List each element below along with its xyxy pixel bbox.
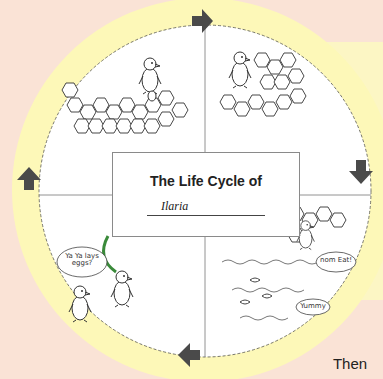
- speech-bubble: [316, 252, 356, 272]
- speech-text: Ya Ya lays eggs?: [58, 253, 106, 268]
- arrow-up: [17, 167, 41, 190]
- penguin-left: [69, 286, 91, 322]
- rocks-1: [62, 83, 188, 133]
- penguin-adult: [139, 58, 161, 94]
- speech-bubble: [296, 299, 330, 315]
- yellow-ring: [12, 0, 383, 379]
- arrow-right: [192, 9, 213, 33]
- worksheet-title: The Life Cycle of: [150, 173, 262, 189]
- egg: [148, 91, 156, 101]
- arrow-down: [349, 160, 373, 184]
- speech-bubble: [57, 247, 107, 277]
- student-name: Ilaria: [147, 193, 265, 216]
- penguin-right: [111, 271, 133, 307]
- quadrant-lines: [39, 25, 371, 357]
- speech-text: Yummy: [297, 303, 329, 310]
- arrow-left: [178, 343, 200, 367]
- fish: [240, 278, 272, 304]
- penguin-chick: [229, 52, 251, 88]
- speech-text: nom Eat!: [318, 257, 354, 264]
- title-box: The Life Cycle of Ilaria: [112, 152, 300, 237]
- rocks-2: [220, 53, 306, 116]
- cycle-circle: [39, 25, 371, 357]
- next-text: Then: [322, 356, 378, 372]
